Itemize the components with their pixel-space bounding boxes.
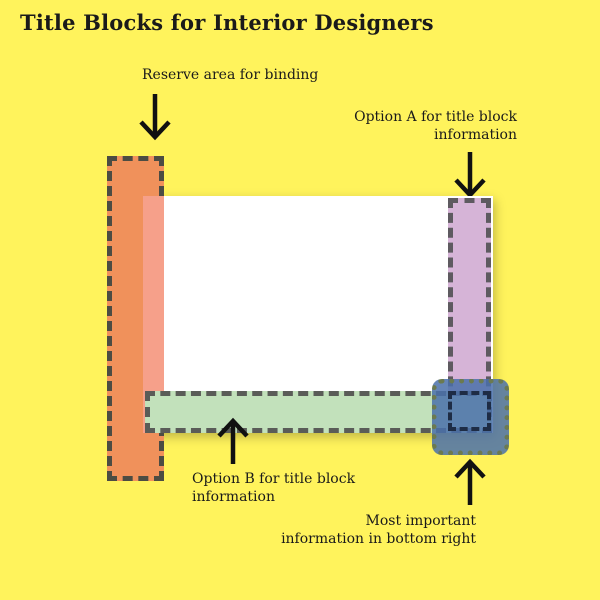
option-a-label-line2: information (434, 127, 517, 143)
important-corner-inner (448, 391, 491, 431)
option-a-arrow-icon (454, 152, 486, 199)
option-b-label-line2: information (192, 489, 275, 505)
option-a-label-line1: Option A for title block (354, 109, 517, 125)
binding-label: Reserve area for binding (142, 67, 319, 83)
binding-arrow-icon (139, 94, 171, 141)
option-b-label-line1: Option B for title block (192, 471, 356, 487)
important-label: Most important information in bottom rig… (250, 512, 476, 548)
important-corner-zone (432, 379, 509, 455)
important-label-line2: information in bottom right (281, 531, 476, 547)
option-b-label: Option B for title block information (192, 470, 355, 506)
diagram-title: Title Blocks for Interior Designers (20, 10, 434, 35)
important-label-line1: Most important (365, 513, 476, 529)
option-a-label: Option A for title block information (340, 108, 517, 144)
option-b-arrow-icon (217, 417, 249, 464)
corner-arrow-icon (454, 458, 486, 505)
binding-overlap-zone (143, 196, 164, 433)
